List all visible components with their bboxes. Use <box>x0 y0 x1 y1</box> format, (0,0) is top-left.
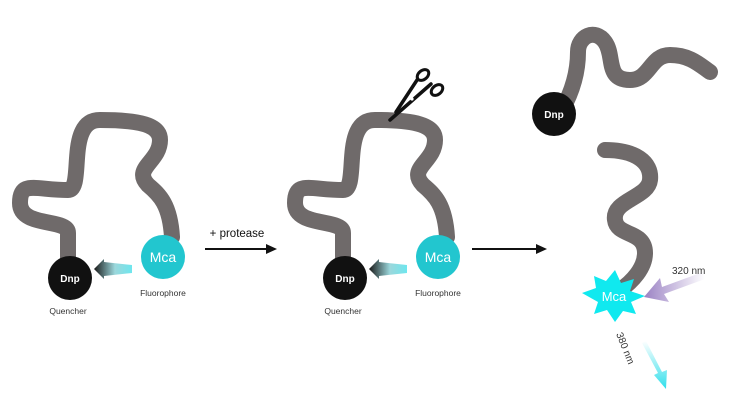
protease-reaction-arrow: + protease <box>205 228 277 254</box>
fluorophore-label: Mca <box>425 249 452 265</box>
panel-intact-substrate: Dnp Mca Quencher Fluorophore <box>12 112 186 316</box>
excitation-light-arrow <box>644 272 705 302</box>
quencher-dnp <box>532 92 576 136</box>
fluorophore-fragment-chain <box>597 142 659 298</box>
excitation-wavelength-label: 320 nm <box>672 266 705 277</box>
peptide-chain <box>287 112 455 278</box>
light-ray-arrow-icon <box>642 341 667 389</box>
peptide-chain <box>12 112 180 278</box>
emission-light-arrow <box>642 341 667 389</box>
protease-label: + protease <box>210 228 265 240</box>
fluorophore-mca <box>141 235 185 279</box>
fluorescence-burst <box>582 270 645 322</box>
quencher-dnp <box>323 256 367 300</box>
quencher-label: Dnp <box>60 274 79 285</box>
quencher-fragment-chain <box>554 26 718 118</box>
emission-wavelength-label: 380 nm <box>613 331 636 366</box>
quencher-dnp <box>48 256 92 300</box>
panel-cleavage: Dnp Mca Quencher Fluorophore <box>287 68 461 316</box>
quencher-label: Dnp <box>544 110 563 121</box>
panel-cleaved-products: Dnp Mca 320 nm 380 nm <box>532 26 718 389</box>
product-reaction-arrow <box>472 244 547 254</box>
quencher-label: Dnp <box>335 274 354 285</box>
reaction-arrow-head <box>266 244 277 254</box>
fluorophore-mca <box>416 235 460 279</box>
energy-transfer-arrow <box>94 259 132 279</box>
reaction-arrow-head <box>536 244 547 254</box>
quencher-caption: Quencher <box>324 306 361 316</box>
fluorophore-caption: Fluorophore <box>140 288 186 298</box>
energy-transfer-arrow <box>369 259 407 279</box>
scissors-icon <box>388 68 445 122</box>
light-ray-arrow-icon <box>644 272 705 302</box>
fluorophore-label: Mca <box>602 289 627 304</box>
fluorophore-caption: Fluorophore <box>415 288 461 298</box>
fluorophore-label: Mca <box>150 249 177 265</box>
quencher-caption: Quencher <box>49 306 86 316</box>
